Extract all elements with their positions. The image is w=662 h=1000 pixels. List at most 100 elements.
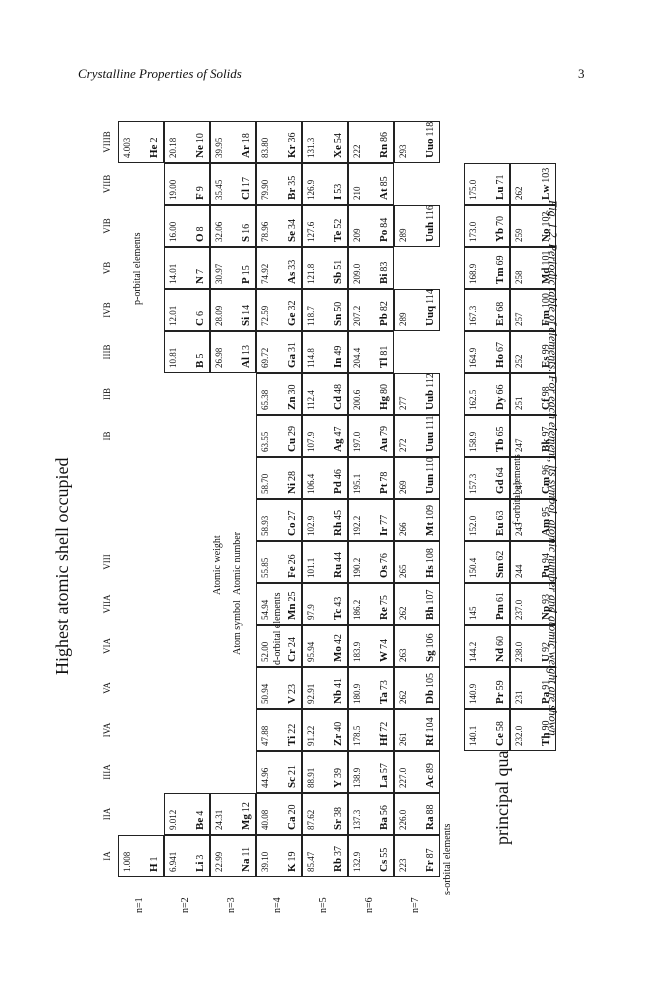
element-symbol: Se34 (286, 219, 298, 242)
atomic-number: 12 (241, 802, 252, 813)
atomic-weight: 40.08 (260, 809, 270, 830)
atomic-number: 84 (379, 217, 390, 228)
atomic-number: 106 (425, 633, 436, 649)
element-symbol: Hg80 (378, 383, 390, 410)
atomic-number: 104 (425, 717, 436, 733)
atomic-weight: 58.93 (260, 515, 270, 536)
atomic-number: 86 (379, 131, 390, 142)
atomic-number: 22 (287, 723, 298, 734)
atomic-weight: 1.008 (122, 851, 132, 872)
atomic-number: 62 (495, 550, 506, 561)
atomic-number: 19 (287, 851, 298, 862)
atomic-number: 38 (333, 807, 344, 817)
atomic-number-label: Atomic number (232, 531, 243, 595)
atomic-weight: 226.0 (398, 809, 408, 830)
atomic-weight: 54.94 (260, 599, 270, 620)
element-symbol: F9 (194, 186, 206, 200)
atomic-weight: 52.00 (260, 641, 270, 662)
atomic-number: 118 (425, 121, 436, 137)
element-cell: 152.0 Eu63 (464, 499, 510, 541)
atomic-number: 28 (287, 471, 298, 481)
element-symbol: Te52 (332, 218, 344, 242)
atomic-number: 83 (379, 261, 390, 272)
atomic-number: 61 (495, 592, 506, 603)
group-label: IVA (102, 722, 112, 738)
element-symbol: Cs55 (378, 847, 390, 872)
atomic-weight: 32.06 (214, 221, 224, 242)
atomic-weight: 50.94 (260, 683, 270, 704)
atomic-weight: 266 (398, 522, 408, 537)
atomic-weight: 132.9 (352, 851, 362, 872)
atomic-number: 23 (287, 684, 298, 695)
element-symbol: Pt78 (378, 471, 390, 494)
group-label: VIA (102, 638, 112, 654)
atomic-weight: 204.4 (352, 347, 362, 368)
atomic-number: 54 (333, 133, 344, 144)
atomic-weight: 91.22 (306, 725, 316, 746)
atomic-weight: 209 (352, 228, 362, 243)
atomic-weight: 269 (398, 480, 408, 495)
element-symbol: K19 (286, 851, 298, 872)
element-symbol: Uuu111 (424, 415, 436, 452)
element-symbol: Ne10 (194, 133, 206, 158)
atomic-weight: 152.0 (468, 515, 478, 536)
period-label: n=7 (410, 897, 421, 913)
atomic-number: 14 (241, 304, 252, 315)
atomic-number: 55 (379, 847, 390, 858)
atomic-weight: 150.4 (468, 557, 478, 578)
atomic-weight: 175.0 (468, 179, 478, 200)
atomic-weight: 30.97 (214, 263, 224, 284)
element-symbol: S16 (240, 223, 252, 242)
atomic-weight: 277 (398, 396, 408, 411)
period-label: n=4 (272, 897, 283, 913)
atomic-weight-label: Atomic weight (212, 535, 223, 595)
atomic-number: 63 (495, 510, 506, 521)
element-symbol: V23 (286, 684, 298, 704)
element-symbol: Li3 (194, 854, 206, 872)
atomic-number: 74 (379, 639, 390, 649)
atomic-number: 26 (287, 554, 298, 565)
periodic-table-figure: Highest atomic shell occupied principal … (52, 105, 556, 913)
element-symbol: Re75 (378, 595, 390, 620)
atomic-weight: 231 (514, 690, 524, 705)
atomic-number: 89 (425, 763, 436, 774)
atomic-number: 10 (195, 133, 206, 144)
atomic-number: 8 (195, 226, 206, 232)
atomic-weight: 72.59 (260, 305, 270, 326)
element-symbol: Tb65 (494, 426, 506, 452)
atomic-weight: 209.0 (352, 263, 362, 284)
element-symbol: Ho67 (494, 341, 506, 368)
element-symbol: Os76 (378, 553, 390, 578)
element-symbol: Eu63 (494, 510, 506, 536)
element-symbol: As33 (286, 259, 298, 284)
atomic-weight: 210 (352, 186, 362, 201)
element-symbol: Mg12 (240, 802, 252, 830)
atomic-weight: 261 (398, 732, 408, 747)
element-symbol: Mo42 (332, 634, 344, 662)
period-label: n=3 (226, 897, 237, 913)
element-symbol: Ca20 (286, 804, 298, 830)
element-symbol: Xe54 (332, 133, 344, 158)
atomic-number: 52 (333, 218, 344, 229)
atomic-number: 50 (333, 301, 344, 312)
atomic-weight: 173.0 (468, 221, 478, 242)
